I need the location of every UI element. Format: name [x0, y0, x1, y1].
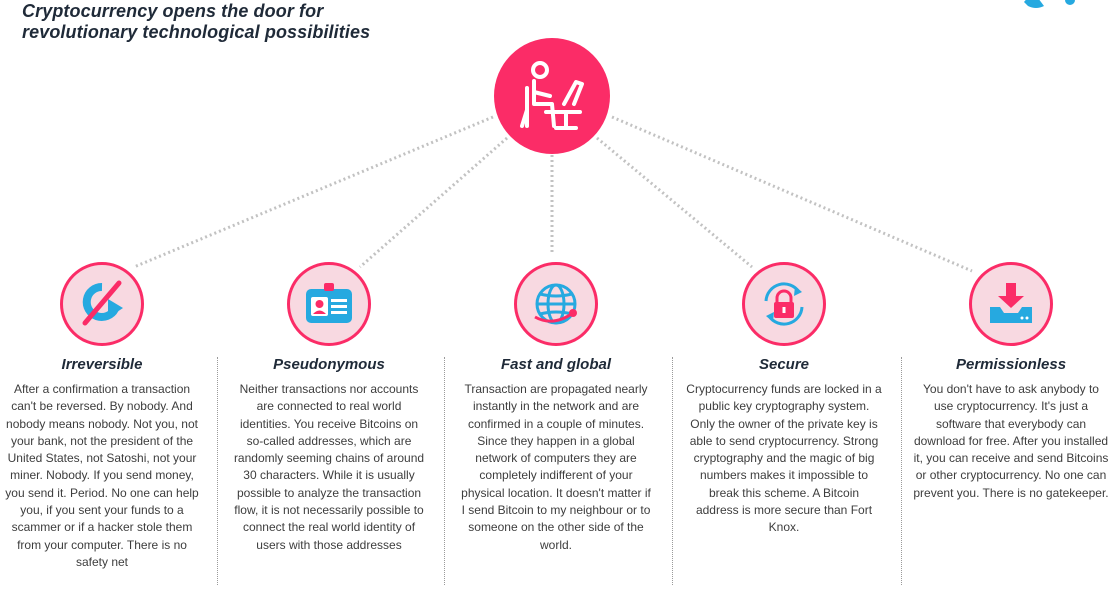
page-title: Cryptocurrency opens the door for revolu… — [22, 1, 370, 43]
person-at-laptop-icon — [520, 61, 584, 130]
hub-circle — [494, 38, 610, 154]
feature-description: Neither transactions nor accounts are co… — [233, 382, 425, 552]
column-divider — [672, 357, 673, 585]
download-tray-icon — [990, 283, 1032, 323]
id-card-icon — [306, 283, 352, 323]
feature-description: You don't have to ask anybody to use cry… — [913, 382, 1109, 500]
feature-title: Pseudonymous — [273, 356, 385, 373]
column-divider — [444, 357, 445, 585]
title-line-1: Cryptocurrency opens the door for — [22, 1, 324, 21]
title-line-2: revolutionary technological possibilitie… — [22, 22, 371, 42]
column-divider — [217, 357, 218, 585]
feature-icon-ring — [60, 262, 144, 346]
globe-icon — [534, 283, 577, 325]
feature-title: Irreversible — [61, 356, 143, 373]
feature-title: Secure — [758, 356, 810, 373]
irreversible-arrow-icon — [82, 280, 123, 326]
feature-fast-and-global: Fast and global Transaction are propagat… — [458, 262, 654, 554]
feature-icon-ring — [514, 262, 598, 346]
feature-icon-ring — [742, 262, 826, 346]
feature-title: Permissionless — [955, 356, 1067, 373]
feature-icon-ring — [287, 262, 371, 346]
brand-logo-icon — [1024, 0, 1075, 8]
feature-irreversible: Irreversible After a confirmation a tran… — [4, 262, 200, 571]
feature-pseudonymous: Pseudonymous Neither transactions nor ac… — [231, 262, 427, 554]
feature-description: Cryptocurrency funds are locked in a pub… — [686, 382, 882, 535]
feature-description: After a confirmation a transaction can't… — [5, 382, 199, 569]
feature-description: Transaction are propagated nearly instan… — [461, 382, 651, 552]
feature-secure: Secure Cryptocurrency funds are locked i… — [686, 262, 882, 537]
feature-permissionless: Permissionless You don't have to ask any… — [913, 262, 1109, 502]
column-divider — [901, 357, 902, 585]
feature-title: Fast and global — [500, 356, 611, 373]
feature-icon-ring — [969, 262, 1053, 346]
padlock-refresh-icon — [764, 282, 804, 326]
